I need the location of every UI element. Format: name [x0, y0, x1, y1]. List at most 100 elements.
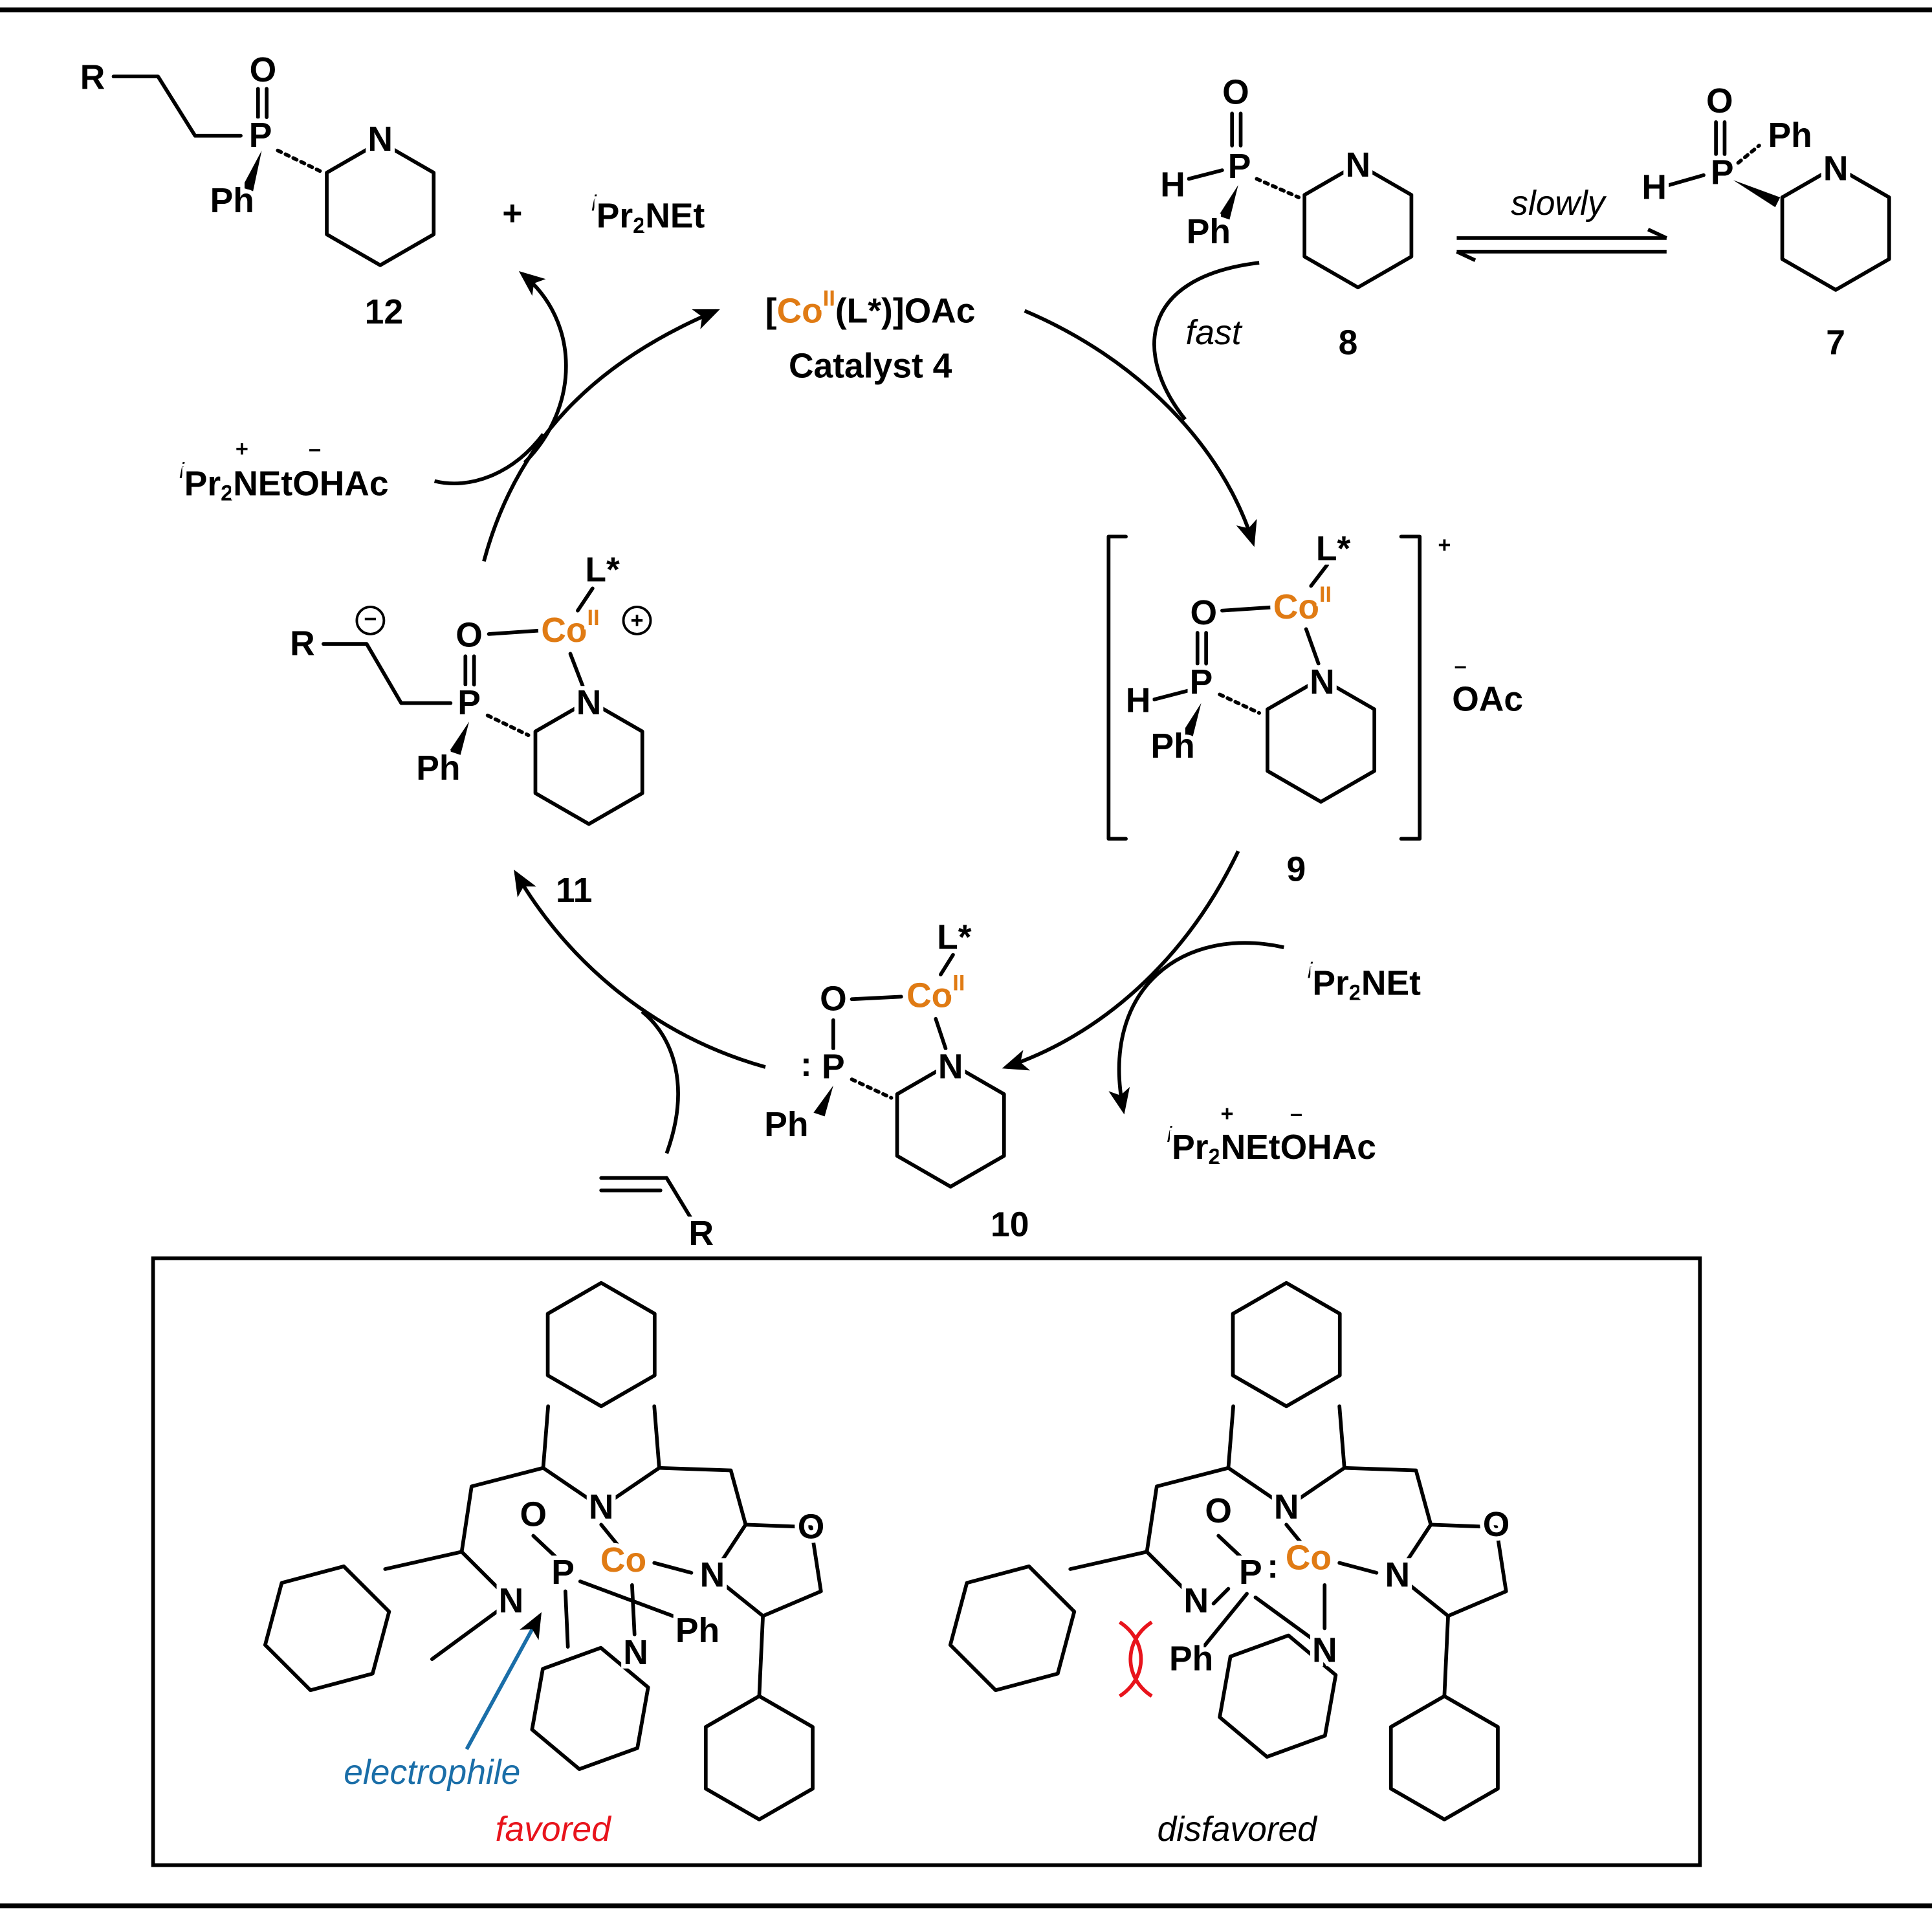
bond [531, 1533, 558, 1559]
atom-label: N [368, 120, 393, 159]
favored-label: favored [496, 1810, 612, 1849]
bond [622, 606, 652, 635]
bond [757, 1614, 765, 1698]
bond [430, 1599, 513, 1662]
atom-label: H [1160, 166, 1185, 204]
catalyst-formula: [CoII(L*)]OAc [765, 286, 976, 330]
bond [578, 1579, 675, 1618]
arrow-release-12 [518, 271, 568, 464]
compound-9-label: 9 [1287, 851, 1306, 889]
atom-label: N [1345, 146, 1370, 184]
aromatic-ring [545, 1280, 657, 1409]
atom-label: Ph [675, 1612, 719, 1650]
atom-label: L* [937, 918, 972, 956]
atom-label: Ph [210, 182, 254, 220]
atom-label: – [1454, 654, 1467, 678]
atom-label: R [80, 59, 105, 97]
bond [657, 1466, 748, 1577]
atom-label: Pr [597, 197, 633, 235]
bond [710, 1522, 823, 1618]
atom-label: N [1312, 1631, 1337, 1669]
atom-label: P [249, 116, 272, 155]
aromatic-ring [703, 1694, 815, 1821]
atom-label: Ph [764, 1106, 808, 1144]
atom-label: N [1184, 1582, 1209, 1620]
disfavored-complex: N O P : Co N N O Ph N disfavored [948, 1280, 1514, 1852]
fast-label: fast [1186, 314, 1243, 352]
atom-label: O [456, 616, 483, 654]
atom-label: L* [585, 551, 620, 589]
bond [1253, 1595, 1317, 1643]
bond [568, 652, 585, 688]
atom-label: Ph [1169, 1640, 1213, 1678]
bond [1216, 1533, 1243, 1559]
bond [487, 628, 545, 636]
bond [1667, 173, 1706, 187]
bond [1395, 1522, 1508, 1618]
atom-label: R [290, 625, 315, 663]
atom-label: Ph [416, 749, 460, 787]
atom-label: CoII [906, 971, 965, 1015]
atom-label: P [1239, 1554, 1262, 1592]
atom-label: – [309, 437, 321, 461]
aromatic-ring [325, 140, 436, 267]
bond [664, 1176, 694, 1221]
atom-label: O [520, 1496, 547, 1534]
atom-label: 2 [221, 481, 233, 506]
atom-label: 2 [1349, 981, 1361, 1005]
atom-label: NEtOHAc [1221, 1128, 1376, 1167]
aromatic-ring [1231, 1280, 1342, 1409]
aromatic-ring [1780, 164, 1891, 292]
compound-12-label: 12 [365, 293, 403, 331]
compound-11-structure: − R O CoII + L* P Ph N 11 [285, 547, 652, 914]
arrow-salt-in [434, 433, 545, 486]
atom-label: CoII [1273, 582, 1332, 626]
atom-label: N [1823, 150, 1849, 188]
bond [1220, 605, 1280, 613]
atom-label: P [822, 1048, 845, 1086]
aromatic-ring [1302, 162, 1414, 290]
bond [934, 1016, 948, 1051]
atom-label: R [688, 1214, 714, 1253]
compound-10-label: 10 [991, 1206, 1029, 1244]
bond [1152, 688, 1190, 701]
compound-7-structure: O Ph H P N 7 [1638, 78, 1891, 366]
bond [850, 1077, 894, 1100]
aromatic-ring [530, 1645, 650, 1772]
atom-label: Ph [1187, 213, 1231, 251]
alkene-structure: R [599, 1176, 718, 1257]
atom-label: Pr [1172, 1128, 1208, 1167]
aromatic-ring [948, 1564, 1077, 1693]
atom-label: 2 [1209, 1145, 1221, 1169]
atom-label: Co [1273, 588, 1319, 626]
arrow-11-to-catalyst [482, 309, 720, 562]
arrow-9-to-10 [1002, 850, 1240, 1071]
catalyst-name: Catalyst 4 [789, 347, 952, 386]
atom-label: Co [906, 976, 952, 1015]
bond [1456, 250, 1476, 262]
atom-label: P [1190, 663, 1213, 701]
atom-label: N [576, 684, 602, 722]
atom-label: O [1706, 82, 1733, 120]
atom-label: II [1319, 582, 1332, 607]
atom-label: Co [777, 292, 823, 330]
compound-8-structure: O H P N Ph 8 [1156, 69, 1414, 366]
bond [459, 1466, 545, 1603]
bond [383, 1550, 464, 1571]
aromatic-ring [1266, 676, 1377, 804]
atom-label: Pr [1312, 964, 1348, 1002]
atom-label: N [938, 1048, 963, 1086]
electrophile-label: electrophile [344, 1753, 520, 1792]
favored-complex: N O P Co N N O Ph N electrophile favored [263, 1280, 829, 1852]
atom-label: N [1310, 663, 1335, 701]
compound-9-structure: L* CoII O P H Ph N + OAc – 9 [1106, 525, 1528, 893]
bond [630, 1583, 637, 1636]
bond [813, 1085, 833, 1117]
bond [355, 606, 386, 635]
fast-arrow [1152, 261, 1260, 421]
bond [1145, 1466, 1231, 1603]
bond [1106, 534, 1128, 841]
wedge-bond [241, 150, 262, 192]
atom-label: CoII [541, 606, 599, 650]
